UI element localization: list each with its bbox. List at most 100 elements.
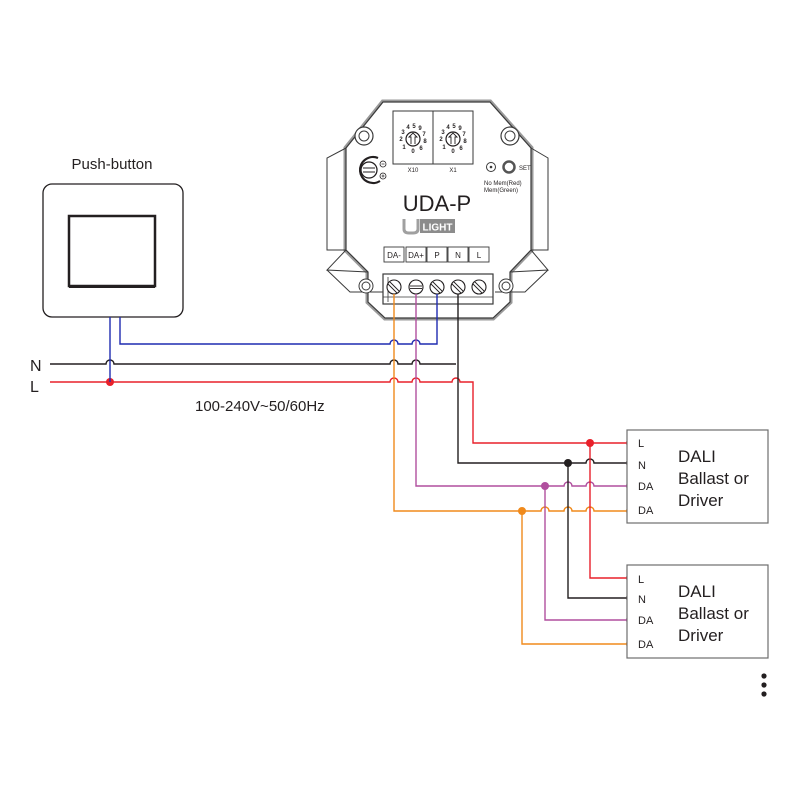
- dial-digit: 8: [423, 139, 427, 145]
- dial-digit: 6: [459, 146, 463, 152]
- more-drivers-ellipsis-icon: [761, 673, 767, 697]
- n-label: N: [30, 358, 42, 375]
- junction-dot: [518, 507, 526, 515]
- driver-2-n-wire: [567, 463, 627, 599]
- terminal-labels: DA- DA+ P N L: [383, 246, 490, 263]
- logo-u: [402, 219, 420, 235]
- terminal-label: DA-: [387, 251, 401, 260]
- terminal-label-box: [426, 246, 448, 263]
- terminal-label: L: [477, 251, 482, 260]
- wires: [50, 294, 634, 648]
- mount-hole-bottom-left: [358, 278, 374, 294]
- x10-label: X10: [408, 168, 419, 174]
- dali-driver-1: DALI Ballast or Driver L N DA DA: [626, 429, 769, 524]
- driver-2-pin-da2: DA: [638, 639, 654, 651]
- led-text-no-mem: No Mem(Red): [484, 181, 522, 187]
- dial-digit: 1: [442, 145, 446, 151]
- dial-knob: [445, 131, 461, 147]
- mount-hole-top-right: [500, 126, 520, 146]
- pot-knob: [360, 161, 378, 179]
- mount-hole-top-left: [354, 126, 374, 146]
- driver-2-da-minus-wire: [521, 511, 627, 645]
- mains-n-wire: [50, 359, 456, 365]
- terminal-screw-icon: [450, 279, 466, 295]
- driver-2-box: [626, 564, 769, 659]
- terminal-label-box: [405, 246, 427, 263]
- dial-digit: 0: [411, 149, 415, 155]
- driver-1-title-3: Driver: [678, 491, 724, 510]
- l-label: L: [30, 379, 39, 396]
- dial-digit: 3: [441, 130, 445, 136]
- potentiometer[interactable]: [358, 155, 387, 185]
- dial-digit: 5: [412, 124, 416, 130]
- driver-2-pin-da1: DA: [638, 615, 654, 627]
- driver-1-pin-da2: DA: [638, 505, 654, 517]
- driver-2-title-2: Ballast or: [678, 604, 749, 623]
- dial-arrow-icon: [447, 132, 459, 144]
- dial-digit: 2: [399, 137, 403, 143]
- terminal-label-box: [468, 246, 490, 263]
- driver-1-pin-n: N: [638, 460, 646, 472]
- da-plus-wire: [415, 294, 627, 487]
- logo-light-box: [420, 219, 455, 233]
- driver-1-pin-da1: DA: [638, 481, 654, 493]
- dial-digit: 9: [418, 126, 422, 132]
- junction-dot: [564, 459, 572, 467]
- mount-hole-bottom-right: [498, 278, 514, 294]
- driver-1-title-1: DALI: [678, 447, 716, 466]
- dial-digit: 6: [419, 146, 423, 152]
- terminal-label: N: [455, 251, 461, 260]
- driver-2-title-1: DALI: [678, 582, 716, 601]
- driver-2-pin-l: L: [638, 574, 644, 586]
- terminal-label-box: [447, 246, 469, 263]
- driver-1-pin-l: L: [638, 438, 644, 450]
- x1-label: X1: [449, 168, 457, 174]
- dial-digit: 4: [446, 125, 450, 131]
- terminal-label-box: [383, 246, 405, 263]
- dial-digit: 2: [439, 137, 443, 143]
- push-button: Push-button: [42, 156, 184, 318]
- terminal-label: DA+: [408, 251, 424, 260]
- terminal-screw-icon: [429, 279, 445, 295]
- dial-digit: 7: [422, 132, 426, 138]
- led-text-mem: Mem(Green): [484, 188, 518, 194]
- terminal-screw-icon: [408, 279, 424, 295]
- dial-digit: 5: [452, 124, 456, 130]
- terminal-screw-icon: [386, 279, 402, 295]
- terminal-label: P: [434, 251, 439, 260]
- dial-digit: 9: [458, 126, 462, 132]
- n-drop-wire: [457, 294, 627, 464]
- da-minus-wire: [393, 294, 627, 512]
- dial-digit: 0: [451, 149, 455, 155]
- set-label: SET: [519, 166, 531, 172]
- logo-light-text: LIGHT: [423, 223, 453, 234]
- dial-digit: 7: [462, 132, 466, 138]
- set-button[interactable]: [502, 160, 516, 174]
- push-button-p-wire: [119, 294, 438, 345]
- dali-driver-2: DALI Ballast or Driver L N DA DA: [626, 564, 769, 659]
- driver-2-title-3: Driver: [678, 626, 724, 645]
- dial-digit: 8: [463, 139, 467, 145]
- ulight-logo: LIGHT: [402, 219, 455, 235]
- model-name: UDA-P: [403, 191, 471, 216]
- driver-2-l-wire: [589, 443, 627, 579]
- dial-arrow-icon: [407, 132, 419, 144]
- junction-dot: [541, 482, 549, 490]
- driver-2-da-plus-wire: [544, 486, 627, 621]
- dial-knob: [405, 131, 421, 147]
- junction-dot: [586, 439, 594, 447]
- dial-digit: 4: [406, 125, 410, 131]
- dial-digit: 1: [402, 145, 406, 151]
- driver-1-title-2: Ballast or: [678, 469, 749, 488]
- push-button-label: Push-button: [72, 156, 153, 173]
- push-button-rocker: [67, 214, 157, 288]
- driver-2-pin-n: N: [638, 594, 646, 606]
- dial-digit: 3: [401, 130, 405, 136]
- driver-1-box: [626, 429, 769, 524]
- terminal-screws: [386, 279, 487, 295]
- mains-l-wire: [50, 377, 627, 444]
